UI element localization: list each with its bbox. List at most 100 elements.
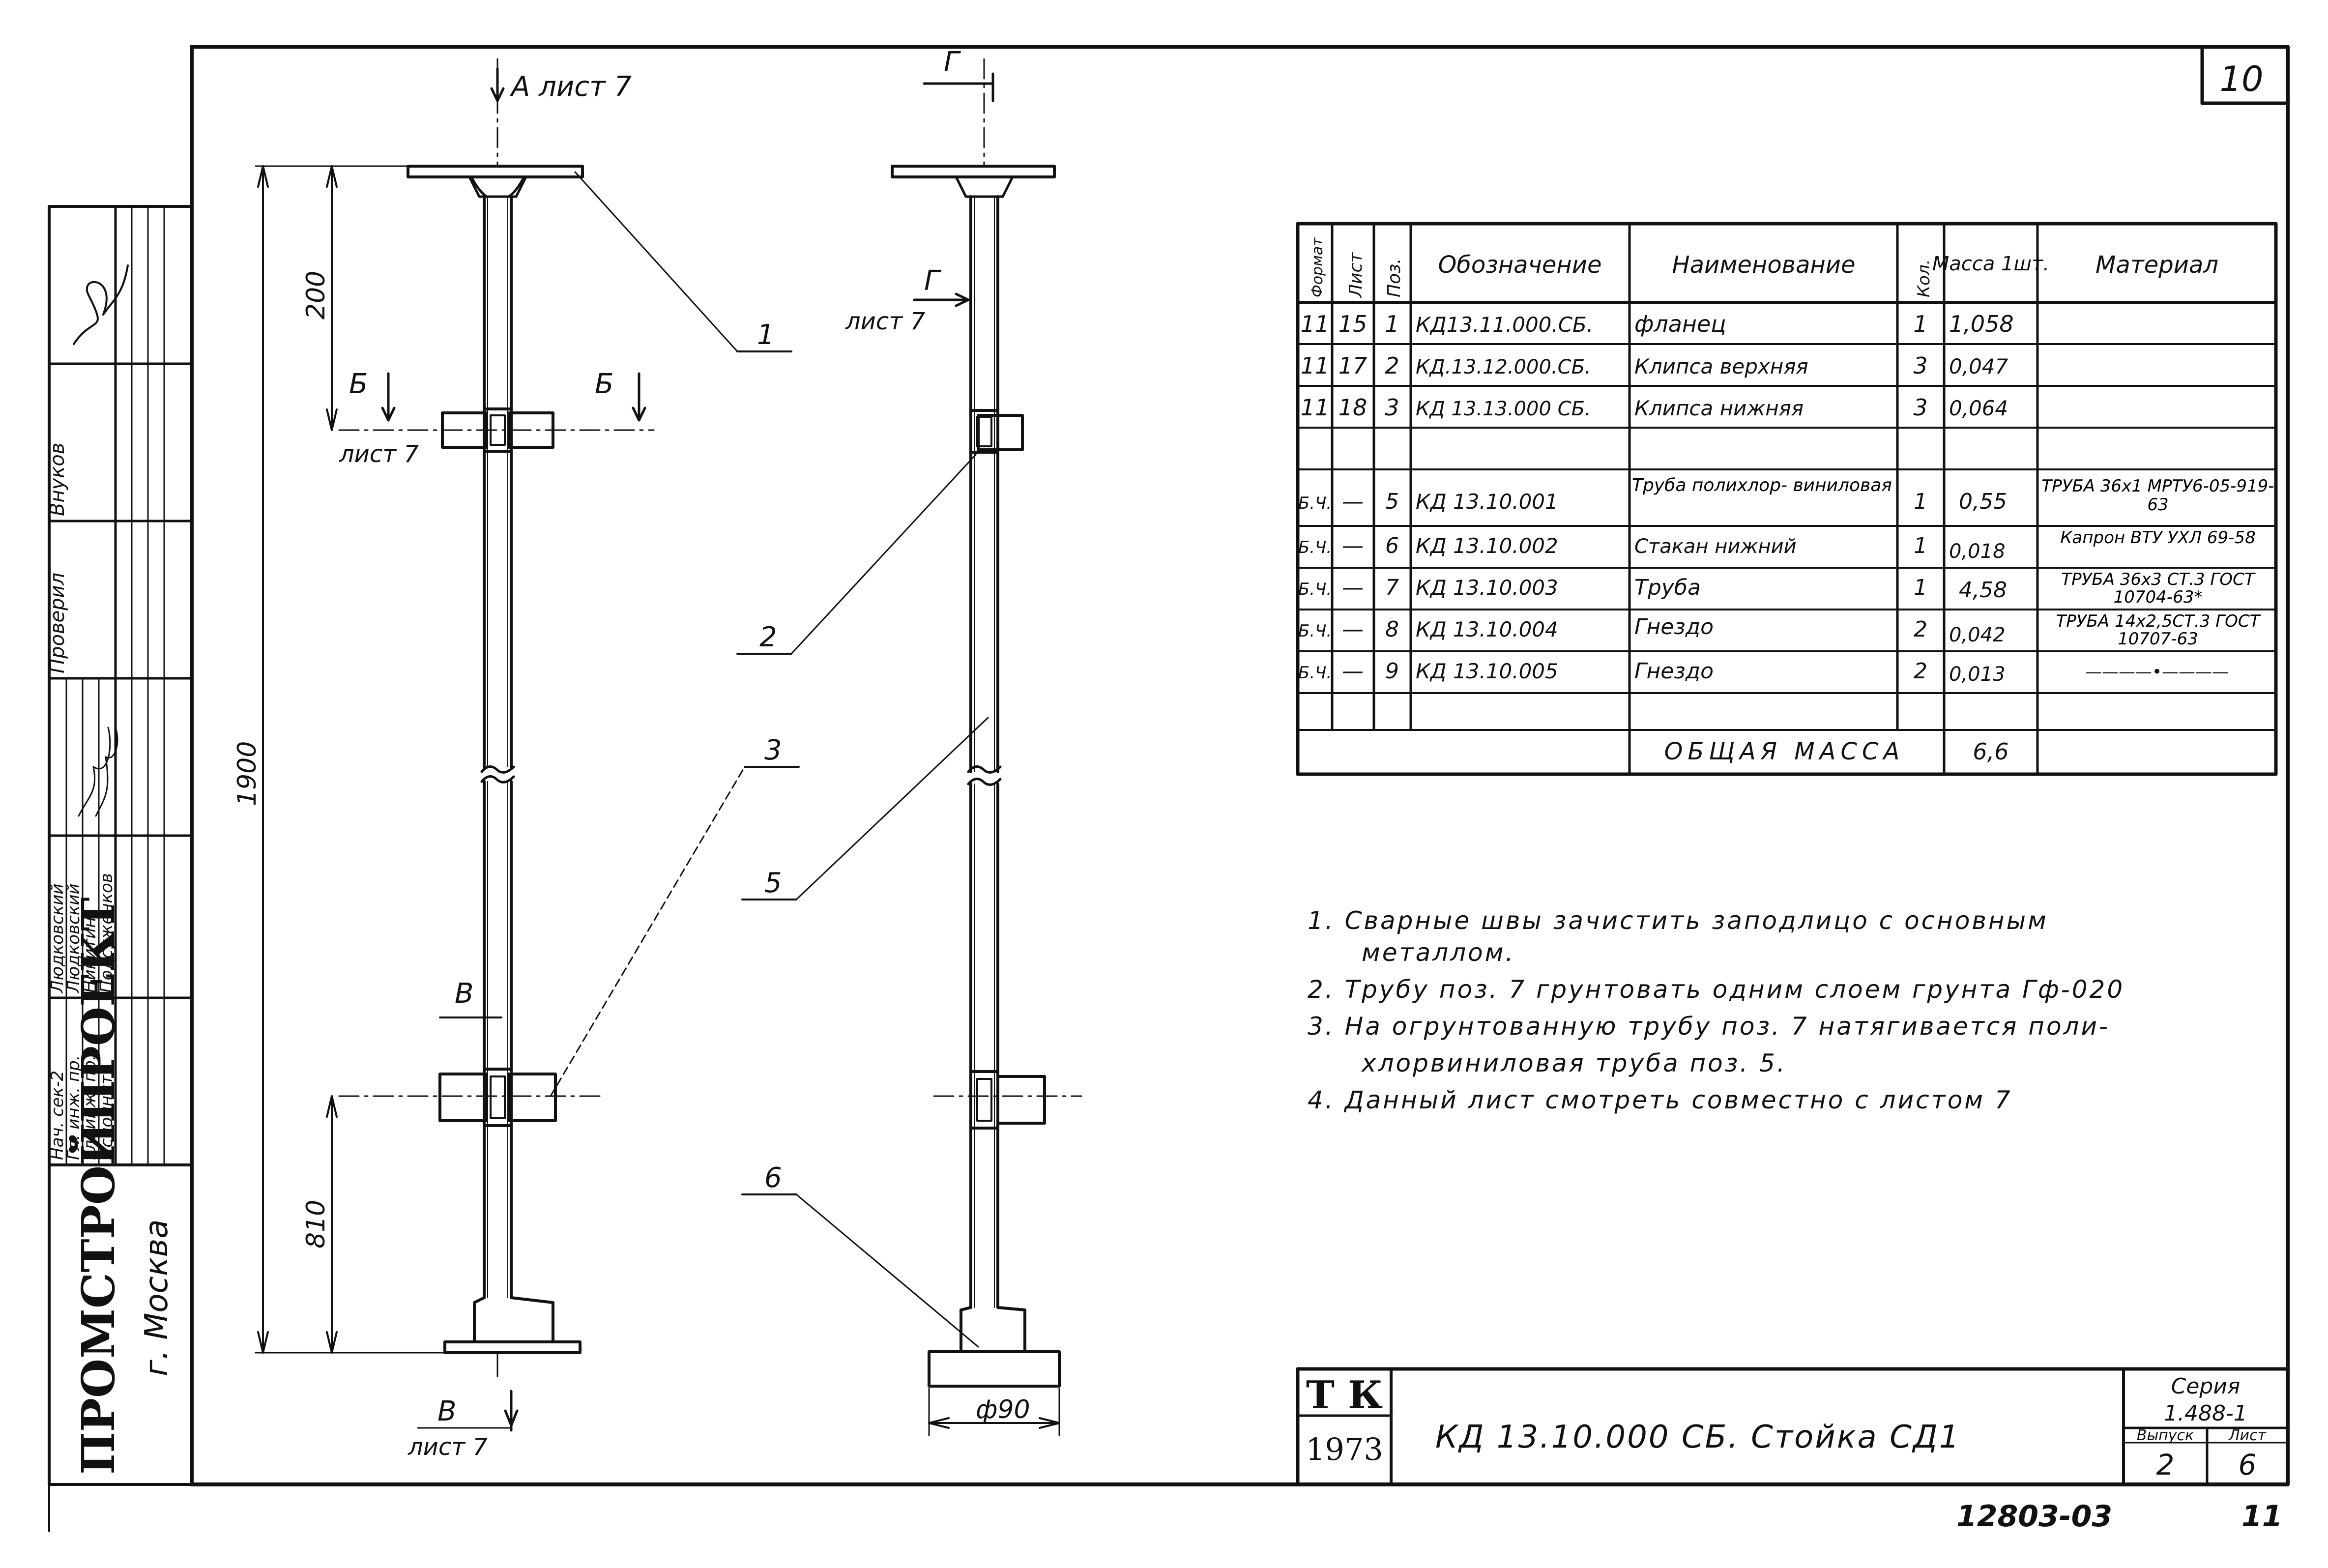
- callout-1: 1: [757, 319, 775, 351]
- cell-material: ТРУБА 36х3 СТ.3 ГОСТ 10704-63*: [2061, 570, 2255, 607]
- sheet-label: Лист: [2228, 1427, 2267, 1444]
- series-value: 1.488-1: [2164, 1401, 2247, 1426]
- page-corner-number: 11: [2241, 1499, 2283, 1534]
- stamp-city: г. Москва: [139, 1220, 175, 1376]
- cell-name: Клипса нижняя: [1634, 396, 1804, 420]
- table-row: 11 15 1 КД13.11.000.СБ. фланец 1 1,058: [1301, 311, 2014, 337]
- cell-mass: 0,013: [1949, 663, 2006, 686]
- cell-sheet: —: [1342, 575, 1364, 600]
- cell-pos: 7: [1385, 575, 1399, 600]
- cell-material-wrap: Капрон ВТУ УХЛ 69-58: [2060, 528, 2256, 548]
- cell-fmt: 11: [1301, 394, 1330, 421]
- stamp-checked-name: Внуков: [46, 443, 69, 516]
- signature-mark: [78, 726, 111, 817]
- logo-tk: Т К: [1306, 1373, 1383, 1418]
- stamp-name-3: Никитин: [80, 917, 100, 993]
- cell-name: Труба полихлор- виниловая: [1632, 475, 1892, 495]
- cell-fmt: Б.Ч.: [1298, 538, 1332, 557]
- signature-mark: [73, 264, 129, 345]
- note-line: 3. На огрунтованную трубу поз. 7 натягив…: [1308, 1012, 2110, 1041]
- sheet-number-top: 10: [2219, 59, 2263, 99]
- cell-qty: 2: [1914, 659, 1927, 684]
- stamp-name-1: Людковский: [48, 884, 67, 994]
- cell-sheet: —: [1342, 533, 1364, 558]
- section-b-ref: лист 7: [339, 440, 419, 468]
- cell-pos: 6: [1385, 533, 1399, 558]
- th-code: Обозначение: [1438, 251, 1601, 279]
- stamp-checked-label: Проверил: [46, 573, 69, 673]
- stamp-name-2: Людковский: [64, 884, 84, 994]
- cell-pos: 3: [1385, 394, 1399, 421]
- side-stamp: ПРОМСТРОЙПРОЕКТ г. Москва Нач. сек-2 Гл.…: [46, 205, 193, 1486]
- callout-5: 5: [764, 867, 782, 899]
- signature-mark: [95, 726, 118, 817]
- cell-material: ТРУБА 14х2,5СТ.3 ГОСТ 10707-63: [2056, 611, 2260, 649]
- cell-material: Капрон ВТУ УХЛ 69-58: [2060, 528, 2256, 548]
- cell-name-wrap: Труба полихлор- виниловая: [1632, 475, 1892, 495]
- th-material: Материал: [2095, 251, 2218, 279]
- total-value: 6,6: [1973, 738, 2008, 765]
- cell-fmt: 11: [1301, 352, 1330, 379]
- dim-phi90-label: ф90: [976, 1395, 1030, 1424]
- note-line: металлом.: [1362, 938, 1515, 967]
- cell-code: КД 13.10.001: [1416, 490, 1558, 514]
- title-block: Т К 1973 КД 13.10.000 СБ. Стойка СД1 Сер…: [1296, 1367, 2290, 1486]
- cell-mass: 4,58: [1959, 578, 2007, 603]
- section-a-label: А лист 7: [510, 71, 632, 103]
- th-qty: Кол.: [1914, 260, 1934, 297]
- cell-mass: 0,064: [1949, 396, 2008, 420]
- cell-pos: 2: [1385, 352, 1399, 379]
- cell-fmt: Б.Ч.: [1298, 621, 1332, 641]
- note-line: 4. Данный лист смотреть совместно с лист…: [1308, 1086, 2012, 1114]
- cell-code: КД.13.12.000.СБ.: [1416, 356, 1591, 378]
- table-row: Б.Ч. — 8 КД 13.10.004 Гнездо 2 0,042 ТРУ…: [1298, 611, 2260, 649]
- cell-sheet: 18: [1339, 394, 1368, 421]
- cell-qty: 3: [1913, 352, 1927, 379]
- section-b-left: Б: [349, 368, 368, 400]
- cell-fmt: Б.Ч.: [1298, 663, 1332, 683]
- cell-name: Стакан нижний: [1634, 535, 1797, 558]
- cell-sheet: —: [1342, 617, 1364, 642]
- stamp-role-2: Гл. инж. пр.: [64, 1055, 84, 1160]
- section-v-ref: лист 7: [407, 1433, 488, 1461]
- cell-material: ————•————: [2085, 662, 2229, 682]
- cell-code: КД 13.10.002: [1416, 534, 1558, 558]
- total-label: ОБЩАЯ МАССА: [1664, 738, 1905, 765]
- note-line: 2. Трубу поз. 7 грунтовать одним слоем г…: [1308, 975, 2124, 1004]
- section-g-mid: Г: [924, 265, 941, 297]
- specification-table: Формат Лист Поз. Обозначение Наименовани…: [1296, 222, 2278, 776]
- cell-sheet: —: [1342, 489, 1364, 514]
- table-row: Б.Ч. — 7 КД 13.10.003 Труба 1 4,58 ТРУБА…: [1298, 570, 2255, 607]
- table-row: Б.Ч. — 9 КД 13.10.005 Гнездо 2 0,013 ———…: [1298, 659, 2229, 686]
- section-b-right: Б: [595, 368, 613, 400]
- cell-sheet: 15: [1339, 311, 1368, 337]
- cell-name: фланец: [1634, 311, 1726, 337]
- cell-code: КД13.11.000.СБ.: [1416, 313, 1593, 337]
- cell-name: Труба: [1634, 575, 1701, 600]
- issue-label: Выпуск: [2137, 1427, 2194, 1444]
- drawing-title: КД 13.10.000 СБ. Стойка СД1: [1435, 1419, 1960, 1455]
- dim-1900-label: 1900: [233, 741, 262, 806]
- cell-material: ТРУБА 36х1 МРТУ6-05-919-63: [2041, 476, 2274, 515]
- section-g-top: Г: [944, 46, 961, 78]
- cell-name: Гнездо: [1634, 659, 1714, 684]
- table-row: 11 18 3 КД 13.13.000 СБ. Клипса нижняя 3…: [1301, 394, 2008, 421]
- cell-mass: 0,047: [1949, 354, 2008, 378]
- drawing-code: 12803-03: [1956, 1499, 2112, 1534]
- th-sheet: Лист: [1346, 252, 1366, 298]
- cell-fmt: Б.Ч.: [1298, 494, 1332, 513]
- stamp-org: ПРОМСТРОЙПРОЕКТ: [69, 898, 125, 1475]
- issue-value: 2: [2156, 1448, 2175, 1481]
- cell-mass: 0,042: [1949, 624, 2006, 646]
- cell-pos: 9: [1385, 659, 1399, 684]
- cell-material-wrap: ТРУБА 36х1 МРТУ6-05-919-63: [2041, 476, 2274, 515]
- dim-bottom-label: 810: [301, 1200, 331, 1249]
- section-g-ref: лист 7: [845, 308, 925, 335]
- notes-block: 1. Сварные швы зачистить заподлицо с осн…: [1308, 906, 2124, 1114]
- cell-name: Клипса верхняя: [1634, 354, 1808, 378]
- cell-fmt: Б.Ч.: [1298, 580, 1332, 599]
- cell-code: КД 13.10.003: [1416, 576, 1558, 600]
- cell-sheet: 17: [1339, 352, 1368, 379]
- cell-qty: 1: [1913, 311, 1927, 337]
- cell-qty: 1: [1914, 575, 1927, 600]
